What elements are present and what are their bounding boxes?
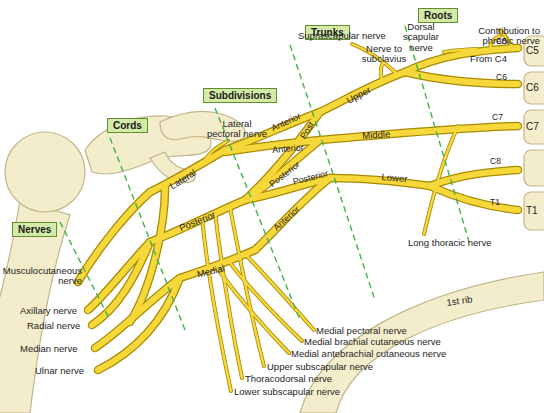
nerve <box>430 186 518 210</box>
trunk-label: Lower <box>381 172 408 185</box>
section-header-box: Subdivisions <box>203 88 277 103</box>
nerve <box>320 72 405 112</box>
vertebra-label: C7 <box>526 121 539 132</box>
nerve-label: Nerve to subclavius <box>356 44 412 65</box>
nerve <box>330 178 430 186</box>
vertebra <box>524 192 544 230</box>
terminal-nerve-label: Radial nerve <box>27 321 80 331</box>
nerve <box>150 150 225 192</box>
nerve <box>95 278 180 348</box>
nerve-outline <box>430 170 518 186</box>
section-header: Nerves <box>18 224 51 235</box>
nerve-label: From C4 <box>470 54 507 64</box>
vertebra-label: C5 <box>526 45 539 56</box>
vertebra <box>524 72 544 104</box>
nerve-label: Medial brachial cutaneous nerve <box>304 337 441 347</box>
cord-label: Posterior <box>178 210 217 234</box>
nerve-branch <box>215 212 242 378</box>
humerus-head <box>5 132 85 212</box>
nerve <box>320 126 518 140</box>
section-header: Roots <box>424 10 452 21</box>
vertebra <box>524 150 544 186</box>
root-label: C6 <box>496 73 507 82</box>
nerve-label: Long thoracic nerve <box>408 238 491 248</box>
terminal-nerve-label: Axillary nerve <box>20 306 77 316</box>
root-label: C7 <box>492 113 503 122</box>
vertebra-label: C6 <box>526 82 539 93</box>
vertebra-label: T1 <box>526 205 538 216</box>
nerve-outline <box>405 72 518 84</box>
section-header: Subdivisions <box>209 90 271 101</box>
division-label: Anterior <box>270 112 303 134</box>
nerve-outline <box>98 278 180 370</box>
nerve <box>98 278 180 370</box>
nerve-label: Medial antebrachial cutaneous nerve <box>291 349 446 359</box>
divider-line <box>290 45 375 300</box>
division-label: Anterior <box>272 205 302 233</box>
bones <box>0 36 544 413</box>
divider-line <box>405 26 470 245</box>
nerve <box>430 170 518 186</box>
nerve-label: Lower subscapular nerve <box>234 387 340 397</box>
section-header-box: Nerves <box>12 222 57 237</box>
nerve-label: Lateral pectoral nerve <box>206 119 268 140</box>
nerve-outline <box>320 72 405 112</box>
nerve-branch-outline <box>202 217 231 391</box>
terminal-nerve-label: Musculocutaneous nerve <box>2 266 82 287</box>
trunk-label: Middle <box>362 129 391 141</box>
nerve-outline <box>330 178 430 186</box>
section-header-box: Cords <box>107 118 148 133</box>
terminal-nerve-label: Ulnar nerve <box>35 366 84 376</box>
nerve-label: Suprascapular nerve <box>298 31 386 41</box>
region-dividers <box>60 26 470 330</box>
root-label: C5 <box>496 37 507 46</box>
nerve <box>405 72 518 84</box>
terminal-nerve-label: Median nerve <box>20 344 78 354</box>
nerve-label: Upper subscapular nerve <box>267 362 373 372</box>
root-label: T1 <box>490 198 500 207</box>
section-header-box: Roots <box>418 8 458 23</box>
nerves <box>78 30 518 391</box>
nerve-outline <box>320 126 518 140</box>
root-label: C8 <box>490 157 501 166</box>
nerve-outline <box>430 186 518 210</box>
divider-line <box>110 138 185 330</box>
nerve-branch <box>202 217 231 391</box>
nerve-outline <box>150 150 225 192</box>
nerve-label: Dorsal scapular nerve <box>398 22 444 53</box>
nerve-label: Thoracodorsal nerve <box>245 374 332 384</box>
nerve <box>245 112 320 200</box>
section-header: Cords <box>113 120 142 131</box>
nerve-branch <box>215 265 289 353</box>
nerve-label: Medial pectoral nerve <box>316 326 407 336</box>
nerve <box>255 178 330 250</box>
nerve-branch <box>381 63 383 80</box>
trunk-label: Upper <box>345 85 373 106</box>
vertebra <box>524 110 544 144</box>
